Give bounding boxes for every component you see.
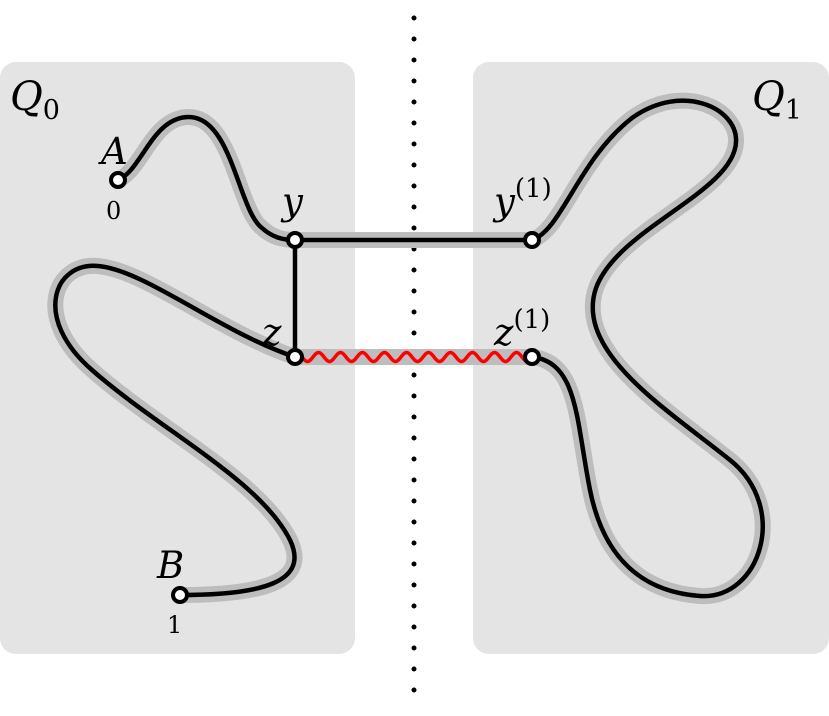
node-a — [109, 171, 127, 189]
label-z1: z(1) — [493, 305, 550, 354]
label-a: A — [98, 130, 128, 173]
label-z: z — [261, 311, 282, 354]
panel-label-q1-sub: 1 — [785, 95, 802, 126]
path-segment-z-b — [53, 263, 298, 598]
path-segment-a-y — [115, 114, 298, 243]
label-y1: y(1) — [492, 174, 552, 223]
index-a: 0 — [106, 197, 121, 225]
panel-label-q0-sub: 0 — [43, 95, 60, 126]
wavy-edge-z-z1 — [300, 350, 527, 364]
label-y: y — [280, 180, 304, 223]
path-line — [53, 98, 765, 599]
panel-label-q0: Q0 — [10, 74, 60, 126]
label-y1-sup: (1) — [515, 174, 552, 204]
node-y — [286, 231, 304, 249]
nodes — [109, 171, 541, 604]
node-b — [171, 586, 189, 604]
node-z — [286, 348, 304, 366]
panel-label-q1: Q1 — [752, 74, 802, 126]
node-y1 — [523, 231, 541, 249]
node-z1 — [523, 348, 541, 366]
label-z1-sup: (1) — [514, 305, 551, 335]
label-b: B — [156, 544, 184, 587]
path-segment-q1-loop — [529, 98, 765, 599]
index-b: 1 — [167, 611, 182, 639]
